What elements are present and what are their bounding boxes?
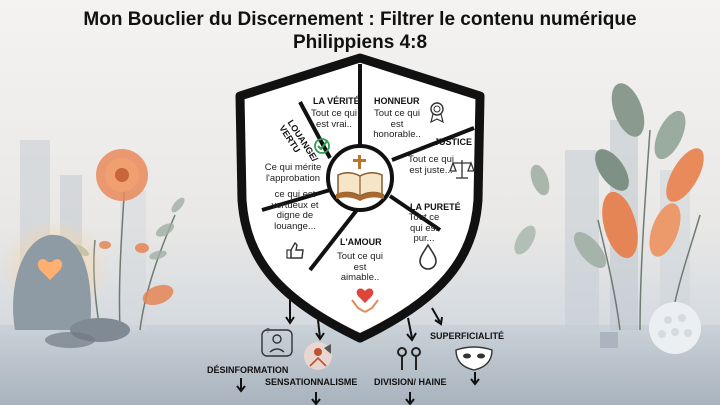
page-title: Mon Bouclier du Discernement : Filtrer l…	[0, 8, 720, 54]
title-line-2: Philippiens 4:8	[292, 32, 428, 53]
filtered-label-division: DIVISION/ HAINE	[374, 377, 447, 387]
segment-text-amour: Tout ce qui est aimable..	[337, 251, 383, 283]
white-ball-icon	[649, 302, 701, 354]
segment-label-purete: LA PURETÉ	[410, 202, 461, 212]
segment-label-verite: LA VÉRITÉ	[313, 96, 360, 106]
filtered-label-sensationnalisme: SENSATIONNALISME	[265, 377, 358, 387]
confused-person-icon: ?	[261, 328, 293, 357]
filtered-label-superficialite: SUPERFICIALITÉ	[430, 331, 505, 341]
scales-icon	[449, 160, 475, 179]
orange-flower-icon	[96, 149, 148, 201]
thumbs-up-icon	[286, 241, 304, 259]
water-drop-icon	[419, 243, 437, 270]
bible-with-cross-icon	[336, 155, 384, 201]
segment-label-honneur: HONNEUR	[374, 96, 420, 106]
segment-text-louange-1: Ce qui mérite l'approbation	[264, 162, 322, 184]
segment-text-verite: Tout ce qui est vrai..	[311, 108, 357, 130]
segment-text-louange-2: ce qui est vertueux et digne de louange.…	[271, 189, 319, 232]
hands-heart-icon	[351, 288, 379, 313]
segment-text-honneur: Tout ce qui est honorable..	[373, 108, 421, 140]
check-circle-icon	[314, 138, 330, 154]
filtered-label-desinformation: DÉSINFORMATION	[207, 365, 289, 375]
megaphone-person-icon	[304, 342, 332, 370]
medal-icon	[430, 102, 444, 124]
segment-label-amour: L'AMOUR	[340, 237, 382, 247]
segment-label-justice: JUSTICE	[434, 137, 473, 147]
segment-text-purete: Tout ce qui est pur...	[408, 212, 440, 244]
svg-text:?: ?	[266, 328, 270, 335]
title-line-1: Mon Bouclier du Discernement : Filtrer l…	[83, 9, 637, 30]
heart-stone-icon	[0, 218, 130, 348]
broken-chain-icon	[397, 347, 421, 370]
segment-text-justice: Tout ce qui est juste...	[408, 154, 454, 176]
mask-icon	[455, 346, 493, 371]
